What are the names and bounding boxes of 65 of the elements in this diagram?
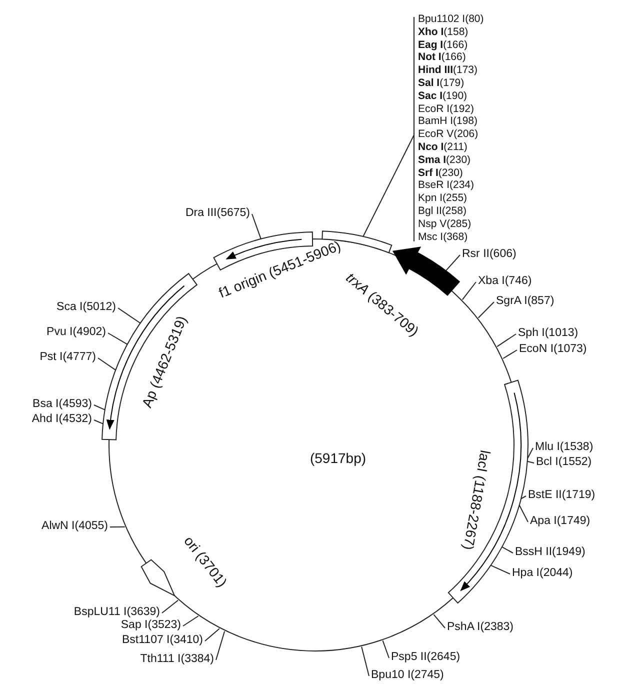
- leader-line: [110, 526, 126, 528]
- leader-line: [445, 254, 460, 272]
- leader-line: [490, 564, 510, 574]
- restriction-site-label: Mlu I(1538): [535, 441, 594, 454]
- restriction-site-label: BamH I(198): [418, 115, 478, 128]
- restriction-site-label: Xba I(746): [478, 275, 532, 288]
- restriction-site-label: Eag I(166): [418, 38, 468, 51]
- restriction-site-label: Sac I(190): [418, 90, 468, 102]
- leader-line: [382, 640, 390, 658]
- leader-line: [216, 630, 226, 660]
- restriction-site-label: BseR I(234): [418, 179, 474, 192]
- restriction-site-label: Bst1107 I(3410): [122, 634, 203, 647]
- restriction-site-label: Bgl II(258): [418, 205, 466, 217]
- restriction-site-label: BstE II(1719): [528, 489, 596, 502]
- restriction-site-label: BspLU11 I(3639): [74, 606, 160, 619]
- restriction-site-label: Srf I(230): [418, 166, 463, 179]
- restriction-site-label: EcoR I(192): [418, 102, 474, 115]
- restriction-site-label: Pst I(4777): [40, 351, 96, 364]
- restriction-site-label: Psp5 II(2645): [391, 651, 460, 664]
- restriction-site-label: Bsa I(4593): [32, 398, 92, 411]
- leader-line: [433, 614, 446, 628]
- leader-line: [478, 302, 494, 318]
- leader-line: [182, 616, 199, 626]
- restriction-site-label: Kpn I(255): [418, 192, 468, 204]
- leader-line: [502, 350, 518, 359]
- restriction-site-label: Bpu10 I(2745): [371, 669, 444, 682]
- leader-line: [98, 358, 116, 371]
- leader-line: [204, 628, 220, 642]
- restriction-site-label: Bcl I(1552): [536, 456, 592, 469]
- restriction-site-label: AlwN I(4055): [42, 520, 108, 533]
- restriction-site-label: SgrA I(857): [496, 295, 554, 308]
- restriction-site-label: Sma I(230): [418, 154, 471, 166]
- leader-line: [496, 334, 516, 348]
- plasmid-size-label: (5917bp): [310, 452, 366, 465]
- restriction-site-label: Sal I(179): [418, 77, 464, 89]
- leader-line: [520, 496, 526, 500]
- restriction-site-label: Apa I(1749): [530, 515, 590, 528]
- leader-line: [118, 308, 141, 324]
- leader-line: [527, 448, 534, 459]
- leader-line: [94, 404, 106, 410]
- restriction-site-label: Bpu1102 I(80): [418, 13, 484, 25]
- restriction-site-label: Sph I(1013): [518, 327, 578, 340]
- leader-line: [462, 282, 476, 300]
- leader-line: [361, 646, 370, 676]
- restriction-site-label: Msc I(368): [418, 230, 468, 243]
- leader-line: [502, 546, 514, 554]
- restriction-site-label: Dra III(5675): [185, 207, 250, 220]
- leader-line: [252, 214, 262, 240]
- restriction-site-label: Nco I(211): [418, 141, 468, 153]
- leader-line: [108, 332, 128, 345]
- restriction-site-label: Nsp V(285): [418, 218, 472, 230]
- restriction-site-label: PshA I(2383): [447, 621, 514, 634]
- restriction-site-label: Hind III(173): [418, 64, 478, 76]
- leader-line: [162, 600, 179, 614]
- leader-line: [518, 504, 528, 522]
- restriction-site-label: Xho I(158): [418, 26, 468, 38]
- restriction-site-label: EcoN I(1073): [519, 343, 587, 356]
- restriction-site-label: Ahd I(4532): [32, 413, 92, 426]
- leader-line: [94, 420, 104, 424]
- leader-line: [526, 460, 534, 464]
- restriction-site-label: Not I(166): [418, 51, 466, 64]
- restriction-site-label: Sap I(3523): [120, 619, 181, 632]
- restriction-site-label: Tth111 I(3384): [140, 653, 214, 666]
- restriction-site-label: EcoR V(206): [418, 128, 478, 140]
- restriction-site-label: Rsr II(606): [462, 248, 516, 261]
